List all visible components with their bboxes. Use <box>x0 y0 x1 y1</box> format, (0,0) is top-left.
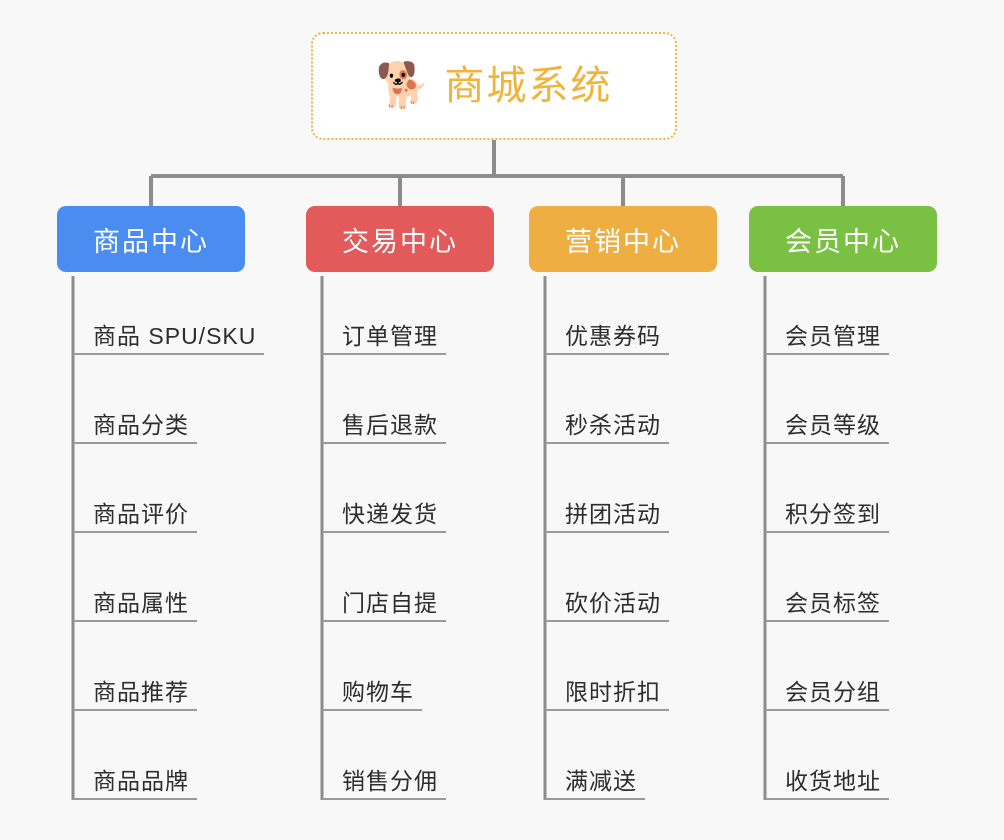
leaf-item[interactable]: 商品 SPU/SKU <box>73 315 265 355</box>
leaf-item[interactable]: 销售分佣 <box>322 760 446 800</box>
leaf-item[interactable]: 限时折扣 <box>545 671 669 711</box>
leaf-item-label: 商品评价 <box>93 501 189 527</box>
leaf-item[interactable]: 商品推荐 <box>73 671 197 711</box>
leaf-item[interactable]: 满减送 <box>545 760 645 800</box>
leaf-item-label: 商品推荐 <box>93 679 189 705</box>
leaf-item[interactable]: 会员标签 <box>765 582 889 622</box>
leaf-item[interactable]: 商品分类 <box>73 404 197 444</box>
leaf-item[interactable]: 商品品牌 <box>73 760 197 800</box>
leaf-item[interactable]: 快递发货 <box>322 493 446 533</box>
leaf-item-label: 售后退款 <box>342 412 438 438</box>
category-header-label: 商品中心 <box>93 226 209 257</box>
leaf-item-label: 快递发货 <box>342 501 438 527</box>
leaf-item-label: 门店自提 <box>342 590 438 616</box>
leaf-item[interactable]: 拼团活动 <box>545 493 669 533</box>
leaf-item-label: 满减送 <box>565 768 637 794</box>
leaf-item-label: 限时折扣 <box>565 679 661 705</box>
leaf-item-label: 会员标签 <box>785 590 881 616</box>
leaf-item-label: 销售分佣 <box>342 768 438 794</box>
category-header-label: 会员中心 <box>785 226 901 257</box>
leaf-item-label: 积分签到 <box>785 501 881 527</box>
leaf-item-label: 会员管理 <box>785 323 881 349</box>
leaf-item[interactable]: 会员等级 <box>765 404 889 444</box>
leaf-item[interactable]: 商品属性 <box>73 582 197 622</box>
category-header-trade-center[interactable]: 交易中心 <box>306 206 494 272</box>
leaf-item-label: 商品 SPU/SKU <box>93 323 257 349</box>
leaf-item-label: 砍价活动 <box>565 590 661 616</box>
leaf-item-label: 商品属性 <box>93 590 189 616</box>
category-header-member-center[interactable]: 会员中心 <box>749 206 937 272</box>
root-node-mall-system[interactable]: 🐕 商城系统 <box>311 32 677 140</box>
leaf-item-label: 优惠券码 <box>565 323 661 349</box>
leaf-item-label: 会员等级 <box>785 412 881 438</box>
leaf-item[interactable]: 砍价活动 <box>545 582 669 622</box>
category-header-product-center[interactable]: 商品中心 <box>57 206 245 272</box>
leaf-item-label: 商品品牌 <box>93 768 189 794</box>
leaf-item[interactable]: 积分签到 <box>765 493 889 533</box>
shiba-dog-icon: 🐕 <box>375 61 431 110</box>
leaf-item[interactable]: 优惠券码 <box>545 315 669 355</box>
leaf-item-label: 购物车 <box>342 679 414 705</box>
category-header-marketing-center[interactable]: 营销中心 <box>529 206 717 272</box>
leaf-item-label: 会员分组 <box>785 679 881 705</box>
leaf-item[interactable]: 秒杀活动 <box>545 404 669 444</box>
leaf-item[interactable]: 会员管理 <box>765 315 889 355</box>
leaf-item-label: 收货地址 <box>785 768 881 794</box>
leaf-item-label: 拼团活动 <box>565 501 661 527</box>
leaf-item[interactable]: 门店自提 <box>322 582 446 622</box>
leaf-item[interactable]: 收货地址 <box>765 760 889 800</box>
leaf-item[interactable]: 订单管理 <box>322 315 446 355</box>
category-header-label: 营销中心 <box>565 226 681 257</box>
leaf-item[interactable]: 会员分组 <box>765 671 889 711</box>
root-node-label: 商城系统 <box>444 64 613 108</box>
leaf-item-label: 秒杀活动 <box>565 412 661 438</box>
category-header-label: 交易中心 <box>342 226 458 257</box>
leaf-item[interactable]: 商品评价 <box>73 493 197 533</box>
leaf-item-label: 商品分类 <box>93 412 189 438</box>
leaf-item[interactable]: 购物车 <box>322 671 422 711</box>
leaf-item-label: 订单管理 <box>342 323 438 349</box>
leaf-item[interactable]: 售后退款 <box>322 404 446 444</box>
